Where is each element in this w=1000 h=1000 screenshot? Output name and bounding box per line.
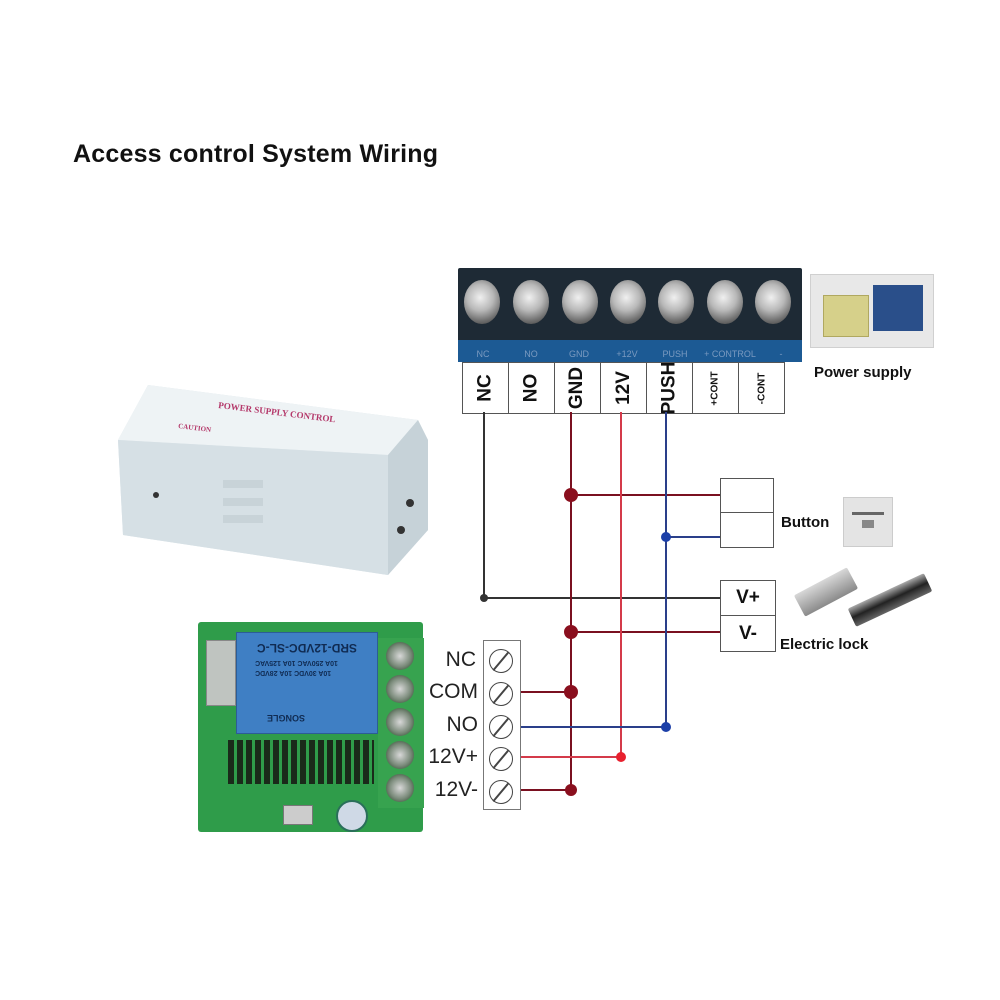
psu-terminal-block: NC NO GND +12V PUSH + CONTROL - bbox=[458, 268, 802, 362]
psu-box-caution: CAUTION bbox=[178, 422, 212, 434]
button-terminal-1 bbox=[721, 479, 773, 513]
exit-button-image bbox=[843, 497, 893, 547]
transformer-icon bbox=[823, 295, 869, 337]
silkscreen-label: PUSH bbox=[662, 349, 688, 359]
terminal-silkscreen-strip bbox=[458, 340, 802, 362]
junction-no-push bbox=[661, 722, 671, 732]
silkscreen-label: NC bbox=[476, 349, 490, 359]
button-label: Button bbox=[781, 514, 830, 531]
junction-gnd-lock bbox=[564, 625, 578, 639]
screw-com bbox=[489, 682, 513, 706]
junction-12v-plus bbox=[616, 752, 626, 762]
junction-12v-minus-gnd bbox=[565, 784, 577, 796]
terminal-screw bbox=[562, 280, 598, 324]
lock-terminal-vplus: V+ bbox=[721, 581, 775, 616]
relay-label-12v-minus: 12V- bbox=[434, 778, 478, 801]
power-supply-box-image: POWER SUPPLY CONTROL CAUTION bbox=[118, 380, 428, 575]
pin-plus-cont: +CONT bbox=[693, 363, 739, 413]
button-terminal-box bbox=[720, 478, 774, 548]
lock-terminal-vminus: V- bbox=[739, 622, 757, 644]
screw-12v-minus bbox=[489, 780, 513, 804]
junction-push-button bbox=[661, 532, 671, 542]
silkscreen-label: +12V bbox=[616, 349, 638, 359]
relay-label-com: COM bbox=[429, 680, 478, 703]
relay-label-no: NO bbox=[446, 713, 479, 736]
terminal-screw bbox=[658, 280, 694, 324]
terminal-screw bbox=[386, 642, 414, 670]
silkscreen-label: + CONTROL bbox=[704, 349, 756, 359]
pin-gnd: GND bbox=[555, 363, 601, 413]
relay-label-nc: NC bbox=[445, 648, 476, 671]
electric-lock-label: Electric lock bbox=[780, 636, 869, 653]
terminal-screw bbox=[610, 280, 646, 324]
terminal-screw bbox=[386, 741, 414, 769]
crystal-component bbox=[206, 640, 236, 706]
pcb-icon bbox=[873, 285, 923, 331]
learn-button bbox=[283, 805, 313, 825]
terminal-screw bbox=[755, 280, 791, 324]
capacitor bbox=[336, 800, 368, 832]
silkscreen-label: GND bbox=[569, 349, 589, 359]
power-supply-image bbox=[810, 274, 934, 348]
diagram-title: Access control System Wiring bbox=[73, 140, 439, 168]
relay-label-12v-plus: 12V+ bbox=[428, 745, 478, 768]
silkscreen-label: NO bbox=[524, 349, 538, 359]
junction-nc-lock bbox=[480, 594, 488, 602]
relay-component: SRD-12VDC-SL-C 10A 250VAC 10A 125VAC 10A… bbox=[236, 632, 378, 734]
terminal-screw bbox=[707, 280, 743, 324]
screw-no bbox=[489, 715, 513, 739]
power-supply-label: Power supply bbox=[814, 364, 912, 381]
antenna-coil bbox=[228, 740, 374, 784]
lock-terminal-box: V+ V- bbox=[720, 580, 776, 652]
junction-com-gnd bbox=[564, 685, 578, 699]
screw-nc bbox=[489, 649, 513, 673]
screw-12v-plus bbox=[489, 747, 513, 771]
pin-no: NO bbox=[509, 363, 555, 413]
pin-push: PUSH bbox=[647, 362, 693, 414]
psu-pin-labels: NC NO GND 12V PUSH +CONT -CONT bbox=[462, 362, 785, 414]
pin-nc: NC bbox=[463, 363, 509, 413]
silkscreen-label: - bbox=[779, 349, 783, 359]
junction-gnd-button bbox=[564, 488, 578, 502]
relay-module-terminal-block bbox=[378, 638, 424, 808]
relay-schematic-terminal bbox=[483, 640, 521, 810]
terminal-screw bbox=[464, 280, 500, 324]
terminal-screw bbox=[386, 774, 414, 802]
pin-12v: 12V bbox=[601, 363, 647, 413]
terminal-screw bbox=[386, 675, 414, 703]
terminal-screw bbox=[513, 280, 549, 324]
button-terminal-2 bbox=[721, 513, 773, 547]
terminal-screw bbox=[386, 708, 414, 736]
